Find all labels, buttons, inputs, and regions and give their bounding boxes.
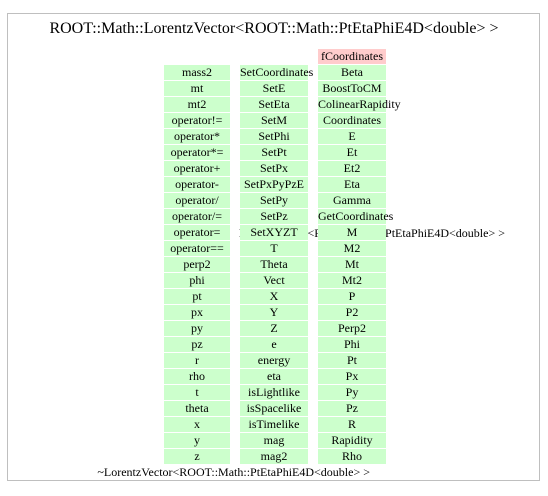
method-col2-15[interactable]: Y [240,305,308,320]
method-col1-14[interactable]: pt [164,289,230,304]
method-col3-3[interactable]: Coordinates [318,113,386,128]
method-col1-8[interactable]: operator/ [164,193,230,208]
method-col1-15[interactable]: px [164,305,230,320]
method-col3-13[interactable]: Mt2 [318,273,386,288]
method-col1-24[interactable]: z [164,449,230,464]
method-col2-18[interactable]: energy [240,353,308,368]
method-col2-4[interactable]: SetPhi [240,129,308,144]
method-col1-22[interactable]: x [164,417,230,432]
method-col3-21[interactable]: Pz [318,401,386,416]
method-col2-24[interactable]: mag2 [240,449,308,464]
method-col3-16[interactable]: Perp2 [318,321,386,336]
method-col1-6[interactable]: operator+ [164,161,230,176]
method-col3-14[interactable]: P [318,289,386,304]
method-col2-5[interactable]: SetPt [240,145,308,160]
destructor-label: ~LorentzVector<ROOT::Math::PtEtaPhiE4D<d… [97,465,370,479]
method-col1-21[interactable]: theta [164,401,230,416]
method-col2-0[interactable]: SetCoordinates [240,65,314,80]
method-col3-2[interactable]: ColinearRapidity [318,97,401,112]
method-col2-22[interactable]: isTimelike [240,417,308,432]
method-col3-11[interactable]: M2 [318,241,386,256]
method-col2-12[interactable]: Theta [240,257,308,272]
method-col3-7[interactable]: Eta [318,177,386,192]
method-col3-15[interactable]: P2 [318,305,386,320]
method-col2-20[interactable]: isLightlike [240,385,308,400]
method-col3-17[interactable]: Phi [318,337,386,352]
method-col1-10[interactable]: operator= [164,225,230,240]
method-col2-23[interactable]: mag [240,433,308,448]
method-col2-13[interactable]: Vect [240,273,308,288]
method-col1-7[interactable]: operator- [164,177,230,192]
class-title: ROOT::Math::LorentzVector<ROOT::Math::Pt… [49,20,499,37]
method-col3-12[interactable]: Mt [318,257,386,272]
method-col1-20[interactable]: t [164,385,230,400]
data-member-fcoordinates[interactable]: fCoordinates [318,49,386,64]
method-col2-1[interactable]: SetE [240,81,308,96]
method-col2-6[interactable]: SetPx [240,161,308,176]
method-col1-3[interactable]: operator!= [164,113,230,128]
method-col1-16[interactable]: py [164,321,230,336]
method-col2-19[interactable]: eta [240,369,308,384]
method-col2-9[interactable]: SetPz [240,209,308,224]
method-col1-0[interactable]: mass2 [164,65,230,80]
method-col1-4[interactable]: operator* [164,129,230,144]
method-col2-10[interactable]: SetXYZT [240,225,308,240]
method-col3-5[interactable]: Et [318,145,386,160]
method-col2-7[interactable]: SetPxPyPzE [240,177,308,192]
method-col3-22[interactable]: R [318,417,386,432]
method-col1-5[interactable]: operator*= [164,145,230,160]
method-col3-9[interactable]: GetCoordinates [318,209,394,224]
method-col3-24[interactable]: Rho [318,449,386,464]
method-col3-4[interactable]: E [318,129,386,144]
method-col3-23[interactable]: Rapidity [318,433,386,448]
method-col2-8[interactable]: SetPy [240,193,308,208]
method-col1-23[interactable]: y [164,433,230,448]
method-col1-1[interactable]: mt [164,81,230,96]
method-col2-16[interactable]: Z [240,321,308,336]
method-col2-21[interactable]: isSpacelike [240,401,308,416]
method-col1-11[interactable]: operator== [164,241,230,256]
method-col3-20[interactable]: Py [318,385,386,400]
method-col3-18[interactable]: Pt [318,353,386,368]
method-col1-17[interactable]: pz [164,337,230,352]
method-col3-6[interactable]: Et2 [318,161,386,176]
method-col1-12[interactable]: perp2 [164,257,230,272]
method-col1-13[interactable]: phi [164,273,230,288]
method-col2-17[interactable]: e [240,337,308,352]
method-col3-10[interactable]: M [318,225,386,240]
method-col2-2[interactable]: SetEta [240,97,308,112]
method-col3-1[interactable]: BoostToCM [318,81,386,96]
method-col2-11[interactable]: T [240,241,308,256]
method-col2-3[interactable]: SetM [240,113,308,128]
method-col1-19[interactable]: rho [164,369,230,384]
method-col1-18[interactable]: r [164,353,230,368]
method-col1-9[interactable]: operator/= [164,209,230,224]
method-col2-14[interactable]: X [240,289,308,304]
method-col3-19[interactable]: Px [318,369,386,384]
method-col1-2[interactable]: mt2 [164,97,230,112]
method-col3-8[interactable]: Gamma [318,193,386,208]
method-col3-0[interactable]: Beta [318,65,386,80]
